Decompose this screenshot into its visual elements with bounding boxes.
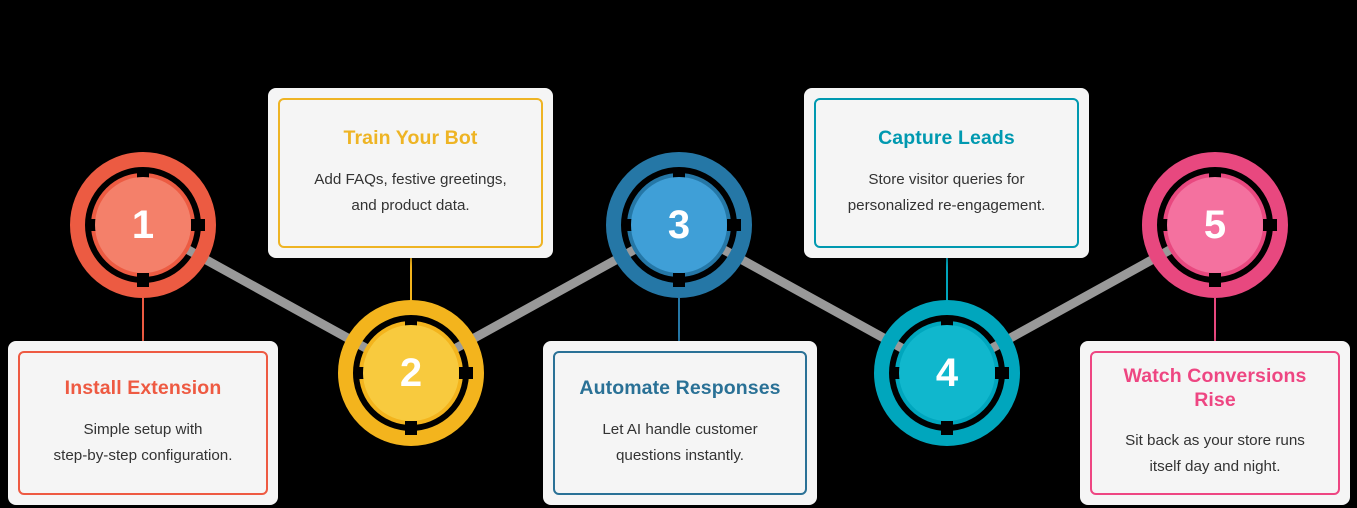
step-node-4-core: 4 bbox=[899, 325, 995, 421]
step-card-3-body: Let AI handle customer questions instant… bbox=[602, 417, 757, 469]
step-card-2-body-line2: and product data. bbox=[351, 196, 470, 214]
step-node-5-core: 5 bbox=[1167, 177, 1263, 273]
step-card-4-body-line2: personalized re-engagement. bbox=[847, 196, 1046, 214]
step-node-1[interactable]: 1 bbox=[70, 152, 216, 298]
step-card-5[interactable]: Watch Conversions Rise Sit back as your … bbox=[1080, 341, 1350, 505]
step-card-4-frame: Capture Leads Store visitor queries for … bbox=[814, 98, 1079, 248]
step-card-4-body-line1: Store visitor queries for bbox=[868, 170, 1025, 188]
step-node-3[interactable]: 3 bbox=[606, 152, 752, 298]
step-card-3-title: Automate Responses bbox=[579, 377, 781, 400]
step-card-5-body: Sit back as your store runs itself day a… bbox=[1125, 428, 1305, 480]
stem-5 bbox=[1214, 298, 1216, 346]
step-card-4-title: Capture Leads bbox=[878, 127, 1015, 150]
step-card-1-body-line2: step-by-step configuration. bbox=[53, 446, 233, 464]
stem-3 bbox=[678, 298, 680, 346]
step-node-5-tick-2 bbox=[1209, 273, 1221, 287]
step-node-3-core: 3 bbox=[631, 177, 727, 273]
step-node-3-number: 3 bbox=[667, 203, 691, 247]
step-node-5[interactable]: 5 bbox=[1142, 152, 1288, 298]
step-node-2-tick-4 bbox=[459, 367, 473, 379]
step-node-5-number: 5 bbox=[1203, 203, 1227, 247]
step-node-5-tick-4 bbox=[1263, 219, 1277, 231]
step-card-4[interactable]: Capture Leads Store visitor queries for … bbox=[804, 88, 1089, 258]
step-node-4-tick-4 bbox=[995, 367, 1009, 379]
step-card-5-title: Watch Conversions Rise bbox=[1123, 365, 1307, 411]
step-node-2-number: 2 bbox=[399, 351, 423, 395]
step-card-5-body-line1: Sit back as your store runs bbox=[1125, 432, 1305, 450]
step-card-1-body-line1: Simple setup with bbox=[83, 420, 203, 438]
step-node-1-tick-4 bbox=[191, 219, 205, 231]
step-card-4-body: Store visitor queries for personalized r… bbox=[848, 167, 1046, 219]
step-node-4-number: 4 bbox=[935, 351, 959, 395]
step-card-3-body-line1: Let AI handle customer bbox=[602, 420, 758, 438]
stem-2 bbox=[410, 255, 412, 301]
step-node-3-tick-4 bbox=[727, 219, 741, 231]
step-card-5-body-line2: itself day and night. bbox=[1149, 458, 1281, 476]
step-node-4[interactable]: 4 bbox=[874, 300, 1020, 446]
step-card-2[interactable]: Train Your Bot Add FAQs, festive greetin… bbox=[268, 88, 553, 258]
step-card-2-body: Add FAQs, festive greetings, and product… bbox=[314, 167, 506, 219]
step-node-4-tick-2 bbox=[941, 421, 953, 435]
step-node-1-number: 1 bbox=[131, 203, 155, 247]
step-node-1-tick-2 bbox=[137, 273, 149, 287]
step-card-1[interactable]: Install Extension Simple setup with step… bbox=[8, 341, 278, 505]
step-card-1-body: Simple setup with step-by-step configura… bbox=[54, 417, 233, 469]
step-card-1-title: Install Extension bbox=[64, 377, 222, 400]
step-card-3[interactable]: Automate Responses Let AI handle custome… bbox=[543, 341, 817, 505]
step-card-3-frame: Automate Responses Let AI handle custome… bbox=[553, 351, 807, 495]
step-card-5-frame: Watch Conversions Rise Sit back as your … bbox=[1090, 351, 1340, 495]
step-card-2-body-line1: Add FAQs, festive greetings, bbox=[314, 170, 507, 188]
step-node-3-tick-2 bbox=[673, 273, 685, 287]
step-node-2[interactable]: 2 bbox=[338, 300, 484, 446]
step-card-2-title: Train Your Bot bbox=[343, 127, 478, 150]
step-node-1-core: 1 bbox=[95, 177, 191, 273]
stem-4 bbox=[946, 255, 948, 301]
step-card-3-body-line2: questions instantly. bbox=[615, 446, 745, 464]
step-node-2-core: 2 bbox=[363, 325, 459, 421]
stem-1 bbox=[142, 298, 144, 346]
step-node-2-tick-2 bbox=[405, 421, 417, 435]
step-card-1-frame: Install Extension Simple setup with step… bbox=[18, 351, 268, 495]
step-card-2-frame: Train Your Bot Add FAQs, festive greetin… bbox=[278, 98, 543, 248]
